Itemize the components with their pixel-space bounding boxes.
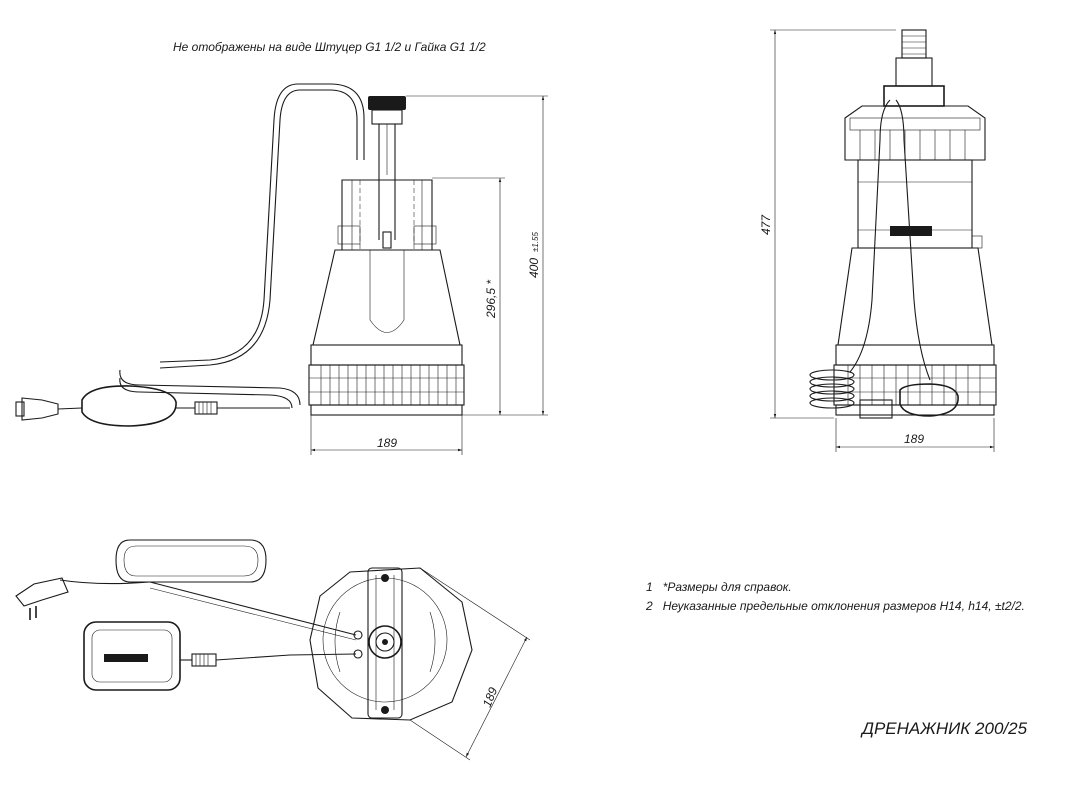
side-view: 189 296,5 * 400 ±1.55 — [15, 83, 548, 455]
side-height-ref-dim: 296,5 * — [484, 280, 498, 319]
header-note: Не отображены на виде Штуцер G1 1/2 и Га… — [173, 40, 486, 54]
front-height-dim: 477 — [759, 214, 773, 235]
front-width-dim: 189 — [904, 432, 924, 446]
side-height-tolerance: ±1.55 — [531, 231, 540, 252]
note-text: *Размеры для справок. — [662, 580, 792, 594]
drawing-title: ДРЕНАЖНИК 200/25 — [862, 719, 1028, 738]
side-height-total-dim: 400 — [527, 258, 541, 278]
note-number: 1 — [646, 580, 653, 594]
note-item: 1 *Размеры для справок. — [646, 578, 1025, 597]
front-view: 477 189 — [759, 29, 997, 452]
note-number: 2 — [646, 599, 653, 613]
note-text: Неуказанные предельные отклонения размер… — [662, 599, 1025, 613]
side-width-dim: 189 — [377, 436, 397, 450]
top-view: 189 — [15, 539, 531, 761]
notes-list: 1 *Размеры для справок. 2 Неуказанные пр… — [646, 578, 1025, 616]
note-item: 2 Неуказанные предельные отклонения разм… — [646, 597, 1025, 616]
top-diameter-dim: 189 — [480, 685, 501, 709]
